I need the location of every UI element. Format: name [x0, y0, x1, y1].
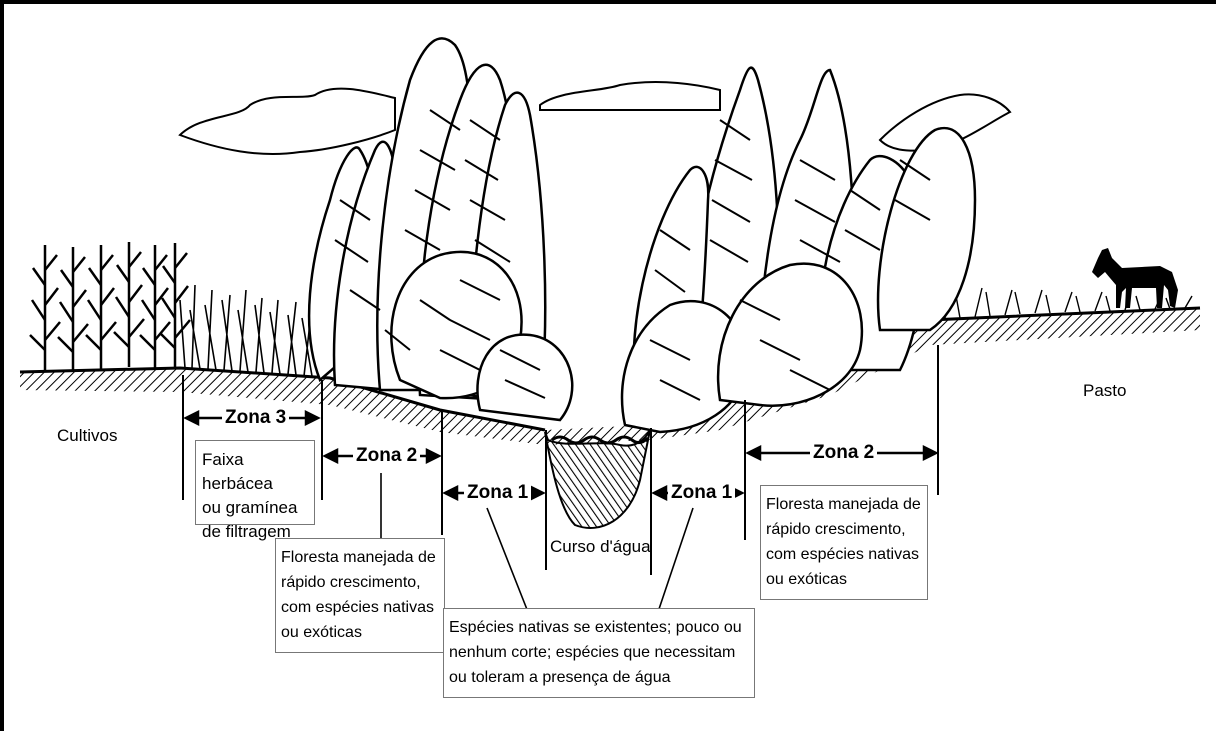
cultivos-label: Cultivos — [57, 427, 117, 444]
zona-2-left-label: Zona 2 — [353, 446, 420, 465]
floresta-left-line: com espécies nativas — [281, 595, 439, 620]
zona-1-left-label: Zona 1 — [464, 483, 531, 502]
stream — [545, 430, 650, 528]
nativas-line: ou toleram a presença de água — [449, 665, 749, 690]
floresta-left-box: Floresta manejada de rápido crescimento,… — [275, 538, 445, 653]
faixa-herbacea-box: Faixa herbácea ou gramínea de filtragem — [195, 440, 315, 525]
floresta-right-line: com espécies nativas — [766, 542, 922, 567]
floresta-left-line: ou exóticas — [281, 620, 439, 645]
floresta-right-box: Floresta manejada de rápido crescimento,… — [760, 485, 928, 600]
zona-3-label: Zona 3 — [222, 408, 289, 427]
floresta-left-line: Floresta manejada de — [281, 545, 439, 570]
nativas-line: nenhum corte; espécies que necessitam — [449, 640, 749, 665]
floresta-left-line: rápido crescimento, — [281, 570, 439, 595]
floresta-right-line: Floresta manejada de — [766, 492, 922, 517]
faixa-line: Faixa herbácea — [202, 448, 308, 496]
corn-plants — [30, 242, 190, 372]
floresta-right-line: rápido crescimento, — [766, 517, 922, 542]
especies-nativas-box: Espécies nativas se existentes; pouco ou… — [443, 608, 755, 698]
faixa-line: ou gramínea — [202, 496, 308, 520]
grass-strip — [180, 285, 330, 377]
zona-1-right-label: Zona 1 — [668, 483, 735, 502]
curso-agua-label: Curso d'água — [550, 538, 651, 555]
floresta-right-line: ou exóticas — [766, 567, 922, 592]
nativas-line: Espécies nativas se existentes; pouco ou — [449, 615, 749, 640]
pasto-label: Pasto — [1083, 382, 1126, 399]
clouds — [180, 82, 1010, 154]
zona-2-right-label: Zona 2 — [810, 443, 877, 462]
horse — [1092, 248, 1178, 308]
